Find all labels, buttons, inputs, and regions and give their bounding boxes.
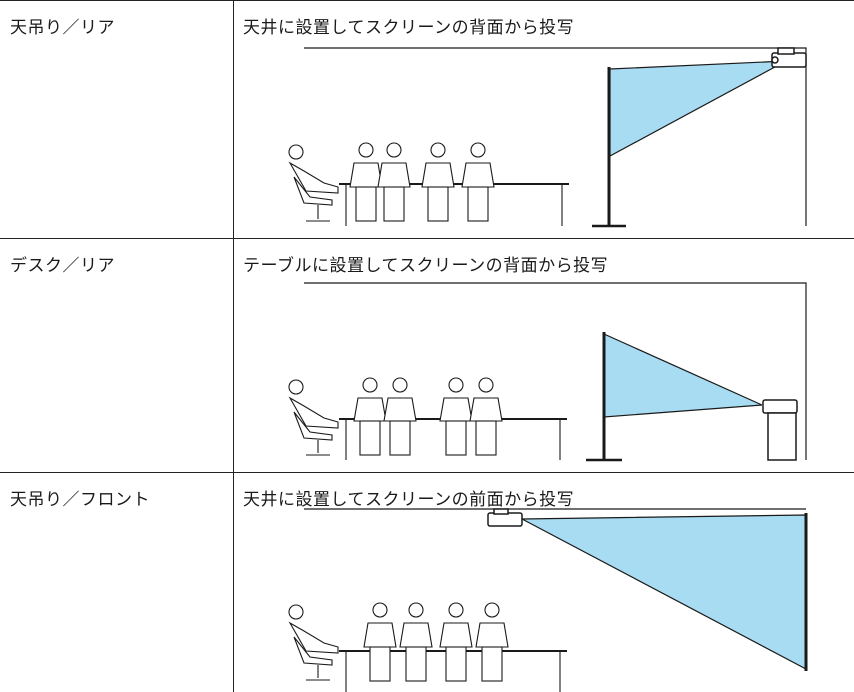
audience-person-icon [349, 142, 383, 222]
description-label: 天井に設置してスクリーンの背面から投写 [243, 18, 575, 38]
description-label: テーブルに設置してスクリーンの背面から投写 [243, 256, 609, 276]
projector-icon [762, 399, 798, 414]
mode-cell: 天吊り／リア [0, 1, 234, 238]
room-outline [304, 282, 807, 460]
room-outline [304, 47, 807, 226]
projection-beam [521, 514, 807, 670]
description-cell: 天井に設置してスクリーンの背面から投写 [234, 1, 854, 238]
projection-beam [609, 60, 787, 158]
audience-person-icon [469, 377, 503, 456]
presenter-head [288, 379, 304, 395]
mode-label: 天吊り／フロント [10, 490, 150, 510]
audience-person-icon [363, 602, 397, 682]
description-cell: テーブルに設置してスクリーンの背面から投写 [234, 239, 854, 472]
mode-label: 天吊り／リア [10, 18, 115, 38]
mode-label: デスク／リア [10, 256, 115, 276]
ceiling-rear-diagram [288, 47, 807, 228]
table-row-desk-rear: デスク／リア テーブルに設置してスクリーンの背面から投写 [0, 238, 854, 472]
description-cell: 天井に設置してスクリーンの前面から投写 [234, 473, 854, 692]
audience-group [288, 602, 567, 692]
mode-cell: デスク／リア [0, 239, 234, 472]
projector-desk [767, 412, 797, 461]
audience-person-icon [439, 377, 473, 456]
audience-person-icon [439, 602, 473, 682]
audience-person-icon [377, 142, 411, 222]
table-row-ceiling-rear: 天吊り／リア 天井に設置してスクリーンの背面から投写 [0, 0, 854, 238]
audience-person-icon [399, 602, 433, 682]
mode-cell: 天吊り／フロント [0, 473, 234, 692]
projection-beam [603, 333, 763, 418]
audience-person-icon [421, 142, 455, 222]
audience-group [288, 142, 569, 226]
audience-person-icon [461, 142, 495, 222]
audience-person-icon [353, 377, 387, 456]
presenter-head [288, 604, 304, 620]
audience-group [288, 377, 567, 460]
desk-rear-diagram [288, 282, 807, 462]
table-row-ceiling-front: 天吊り／フロント 天井に設置してスクリーンの前面から投写 [0, 472, 854, 692]
audience-person-icon [383, 377, 417, 456]
description-label: 天井に設置してスクリーンの前面から投写 [243, 490, 575, 510]
ceiling-front-diagram [288, 508, 808, 692]
presenter-head [288, 144, 304, 160]
audience-person-icon [475, 602, 509, 682]
projector-icon [487, 512, 523, 527]
